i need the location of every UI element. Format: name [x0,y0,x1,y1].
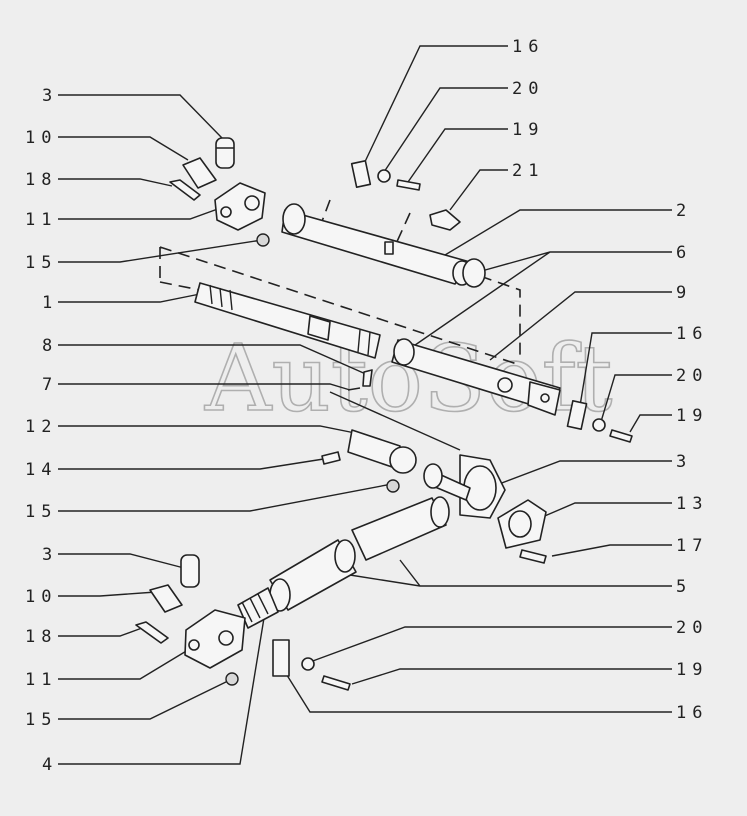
callout-label: 3 [676,452,692,472]
grease-nipple [429,209,461,231]
dowel-pin-upper [215,137,235,169]
wire-clip [329,387,461,451]
callout-label: 9 [676,283,692,303]
callout-label: 14 [25,460,57,480]
callout-label: 18 [25,170,57,190]
callout-label: 15 [25,710,57,730]
callout-label: 10 [25,587,57,607]
bracket-middle [566,400,588,430]
callout-label: 15 [25,253,57,273]
ball-joint [347,429,417,474]
callout-label: 3 [42,86,58,106]
assembly-guide-right [479,275,521,360]
small-pin [362,369,373,387]
leader-lines [58,45,672,765]
callout-label: 18 [25,627,57,647]
flange [497,499,547,549]
callout-label: 20 [512,79,544,99]
nut-lower [225,672,239,686]
nut-upper [256,233,270,247]
callout-label: 7 [42,375,58,395]
callout-label: 1 [42,293,58,313]
callout-label: 17 [676,536,708,556]
callout-label: 13 [676,494,708,514]
bolt-lower [135,621,169,644]
callout-label: 4 [42,755,58,775]
callout-label: 6 [676,243,692,263]
clevis-upper [214,182,266,231]
callout-label: 20 [676,366,708,386]
nut-middle [386,479,400,493]
callout-label: 15 [25,502,57,522]
callout-label: 3 [42,545,58,565]
bracket-lower [272,639,290,677]
callout-label: 19 [676,406,708,426]
callout-label: 11 [25,670,57,690]
washer-middle [592,418,606,432]
washer-upper [377,169,391,183]
assembly-guide-nipple [394,212,411,247]
callout-label: 16 [512,37,544,57]
callout-label: 19 [512,120,544,140]
sleeve-tube [281,203,472,286]
dowel-pin-lower [180,554,200,588]
callout-label: 2 [676,201,692,221]
eye-end [423,454,506,519]
callout-label: 21 [512,161,544,181]
screw-lower [321,675,351,691]
outer-tube [391,338,561,416]
pin-lower [149,584,183,613]
callout-label: 16 [676,703,708,723]
screw-middle [609,429,633,443]
pin-upper [182,157,217,189]
right-callouts: 16 20 19 21 2 6 9 16 20 19 3 13 17 5 20 … [512,37,708,723]
callout-label: 16 [676,324,708,344]
assembly-guide-upper [159,246,521,366]
telescopic-tube [269,496,450,612]
screw-upper [396,179,421,191]
callout-label: 5 [676,577,692,597]
bracket-upper [350,160,372,188]
flange-bolt [519,549,547,564]
callout-label: 19 [676,660,708,680]
callout-label: 11 [25,210,57,230]
clevis-lower [184,609,246,669]
threaded-shaft [194,282,381,359]
bolt-upper [169,179,201,201]
assembly-guide-left [159,281,201,291]
callout-label: 12 [25,417,57,437]
washer-lower [301,657,315,671]
seal-upper [462,258,486,288]
callout-label: 8 [42,336,58,356]
roll-pin [321,451,341,465]
callout-label: 10 [25,128,57,148]
left-callouts: 3 10 18 11 15 1 8 7 12 14 15 3 10 18 11 … [25,86,58,775]
callout-label: 20 [676,618,708,638]
